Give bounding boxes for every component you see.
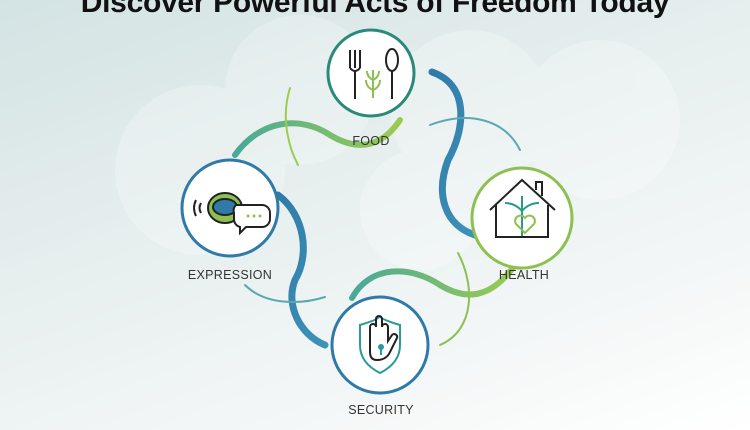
node-security[interactable] [330, 295, 430, 395]
mouth-speech-bubble-icon [193, 192, 271, 236]
label-security: SECURITY [348, 403, 414, 417]
shield-hand-keyhole-icon [359, 315, 401, 375]
house-caduceus-heart-icon [489, 178, 556, 238]
label-health: HEALTH [498, 268, 550, 282]
node-expression[interactable] [180, 158, 280, 258]
connector-arcs [232, 68, 521, 349]
fork-wheat-spoon-icon [349, 48, 399, 99]
page-title: Discover Powerful Acts of Freedom Today [80, 0, 670, 19]
node-food[interactable] [326, 28, 416, 118]
label-food: FOOD [352, 134, 390, 148]
label-expression: EXPRESSION [187, 268, 273, 282]
node-health[interactable] [470, 166, 574, 270]
